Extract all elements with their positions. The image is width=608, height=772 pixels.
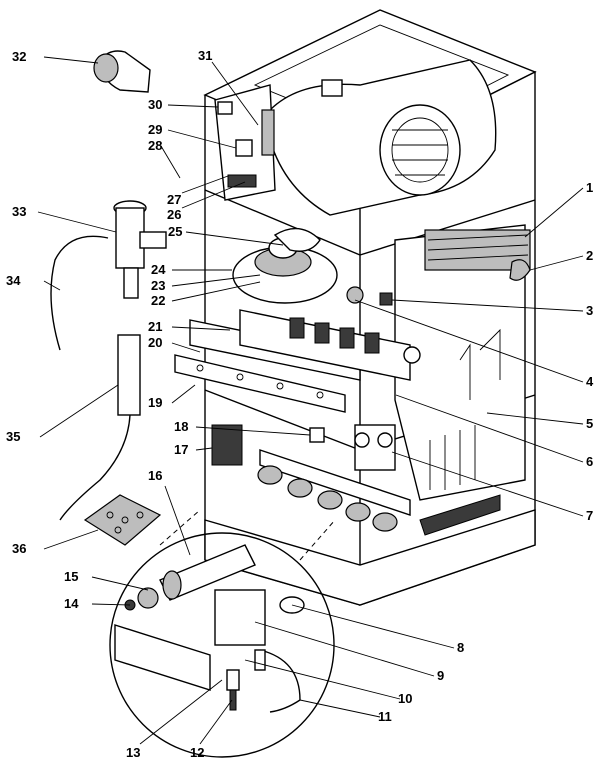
callout-8: 8 [457, 640, 464, 655]
callout-27: 27 [167, 192, 181, 207]
callout-14: 14 [64, 596, 79, 611]
callout-4: 4 [586, 374, 594, 389]
callout-25: 25 [168, 224, 182, 239]
detail-inset [109, 509, 336, 758]
drain-tube [50, 235, 109, 351]
filter-media [83, 494, 162, 546]
heat-exchanger [394, 224, 531, 536]
callout-3: 3 [586, 303, 593, 318]
switches [346, 259, 531, 364]
callout-32: 32 [12, 49, 26, 64]
callout-13: 13 [126, 745, 140, 760]
callout-12: 12 [190, 745, 204, 760]
callout-35: 35 [6, 429, 20, 444]
callout-21: 21 [148, 319, 162, 334]
callout-18: 18 [174, 419, 188, 434]
callout-29: 29 [148, 122, 162, 137]
callout-23: 23 [151, 278, 165, 293]
gas-valve-burners [211, 424, 411, 532]
burner-box [174, 309, 411, 413]
callout-33: 33 [12, 204, 26, 219]
callout-34: 34 [6, 273, 21, 288]
callout-10: 10 [398, 691, 412, 706]
callout-26: 26 [167, 207, 181, 222]
control-box [214, 84, 276, 201]
callout-9: 9 [437, 668, 444, 683]
callout-5: 5 [586, 416, 593, 431]
callout-19: 19 [148, 395, 162, 410]
blower-assembly [269, 59, 497, 216]
callout-28: 28 [148, 138, 162, 153]
condensate-filter [59, 334, 141, 521]
callout-22: 22 [151, 293, 165, 308]
callout-15: 15 [64, 569, 78, 584]
leader-lines [37, 56, 584, 745]
callout-30: 30 [148, 97, 162, 112]
callout-24: 24 [151, 262, 166, 277]
inducer-assembly [232, 227, 338, 304]
callout-31: 31 [198, 48, 212, 63]
callout-36: 36 [12, 541, 26, 556]
callout-17: 17 [174, 442, 188, 457]
callout-16: 16 [148, 468, 162, 483]
callout-2: 2 [586, 248, 593, 263]
callout-labels: 32 31 30 29 28 27 26 33 25 24 23 22 34 2… [6, 48, 594, 760]
callout-1: 1 [586, 180, 593, 195]
vent-elbow [93, 50, 151, 93]
callout-11: 11 [378, 709, 392, 724]
drain-trap [113, 200, 167, 299]
callout-6: 6 [586, 454, 593, 469]
callout-7: 7 [586, 508, 593, 523]
callout-20: 20 [148, 335, 162, 350]
